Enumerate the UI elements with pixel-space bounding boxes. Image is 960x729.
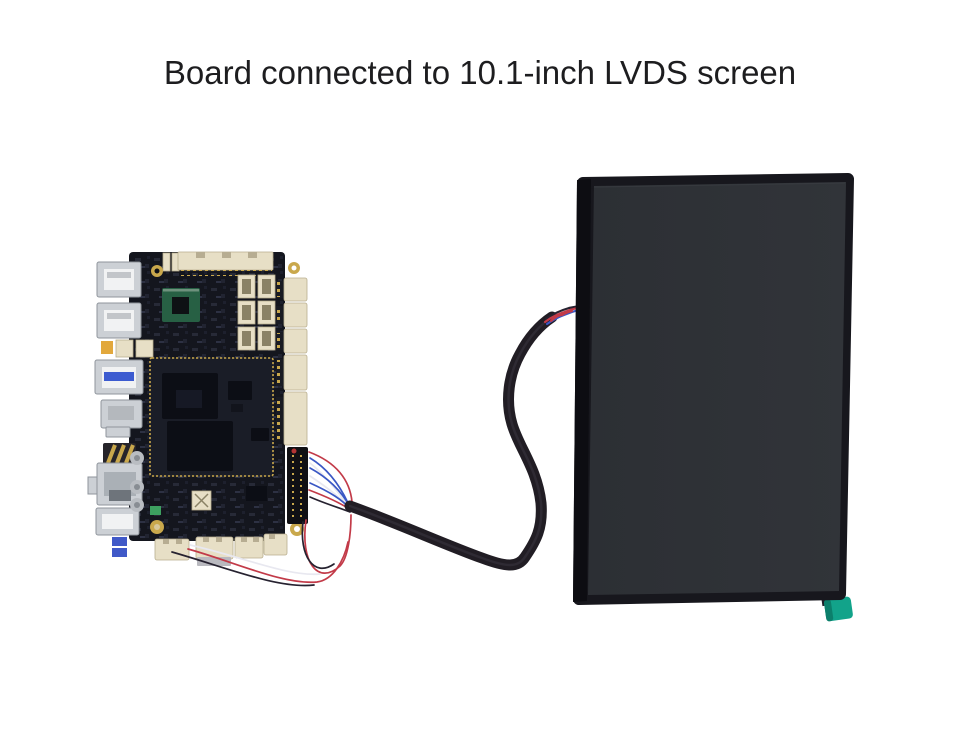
bottom-connector-row: [154, 533, 288, 566]
top-pin-connector: [177, 251, 274, 276]
mount-holes: [150, 262, 304, 536]
edge-button-1: [115, 339, 134, 358]
usb3-port: [94, 359, 144, 395]
emmc-chip: [167, 421, 233, 471]
screen-panel: [588, 182, 846, 595]
lvds-screen: [573, 173, 854, 622]
yellow-capacitor: [101, 341, 113, 354]
power-section: [130, 451, 267, 515]
ram-chip: [228, 381, 252, 400]
edge-button-2: [135, 339, 154, 358]
twisted-screen-wires: [543, 304, 584, 326]
screen-side-edge: [573, 179, 591, 602]
lvds-cable: [344, 304, 584, 571]
io-header-grid: [237, 274, 276, 351]
status-led: [150, 506, 161, 515]
wifi-module: [162, 288, 200, 322]
screen-panel-highlight: [593, 182, 846, 188]
jumper-cap-2: [112, 548, 127, 557]
top-cap-1: [162, 252, 171, 272]
usb-otg-port: [95, 507, 140, 536]
usb2-port-2: [96, 302, 142, 339]
audio-jack: [103, 443, 136, 465]
system-on-module: [149, 357, 274, 477]
jumper-cap-1: [112, 537, 127, 546]
lvds-wire-bundle: [171, 451, 353, 587]
ethernet-port: [87, 462, 143, 506]
caption-title: Board connected to 10.1-inch LVDS screen: [163, 54, 797, 91]
sd-card-slot: [100, 399, 143, 438]
dev-board: [87, 251, 308, 566]
right-connector-stack: [276, 277, 308, 446]
usb2-port-1: [96, 261, 142, 298]
pin1-marker: [291, 448, 297, 454]
lvds-pin-header: [287, 447, 308, 524]
